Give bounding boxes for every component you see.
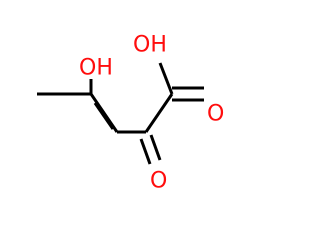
bond-c1-acid-oh <box>158 62 174 95</box>
bond-c2-c1 <box>144 93 174 133</box>
bond-c4-c3-double-inner <box>93 102 115 130</box>
bond-c2-keto-o-right <box>149 134 162 161</box>
keto-oxygen-label: O <box>150 169 167 194</box>
acid-hydroxyl-label: OH <box>133 33 167 58</box>
bond-group <box>37 62 204 165</box>
atom-labels: OH OH O O <box>79 33 224 194</box>
enol-hydroxyl-label: OH <box>79 56 113 81</box>
acid-carbonyl-oxygen-label: O <box>207 102 224 127</box>
bond-c4-c3-double-outer <box>89 93 119 133</box>
molecule-structure: OH OH O O <box>37 33 224 194</box>
bond-c2-keto-o-left <box>139 138 152 165</box>
